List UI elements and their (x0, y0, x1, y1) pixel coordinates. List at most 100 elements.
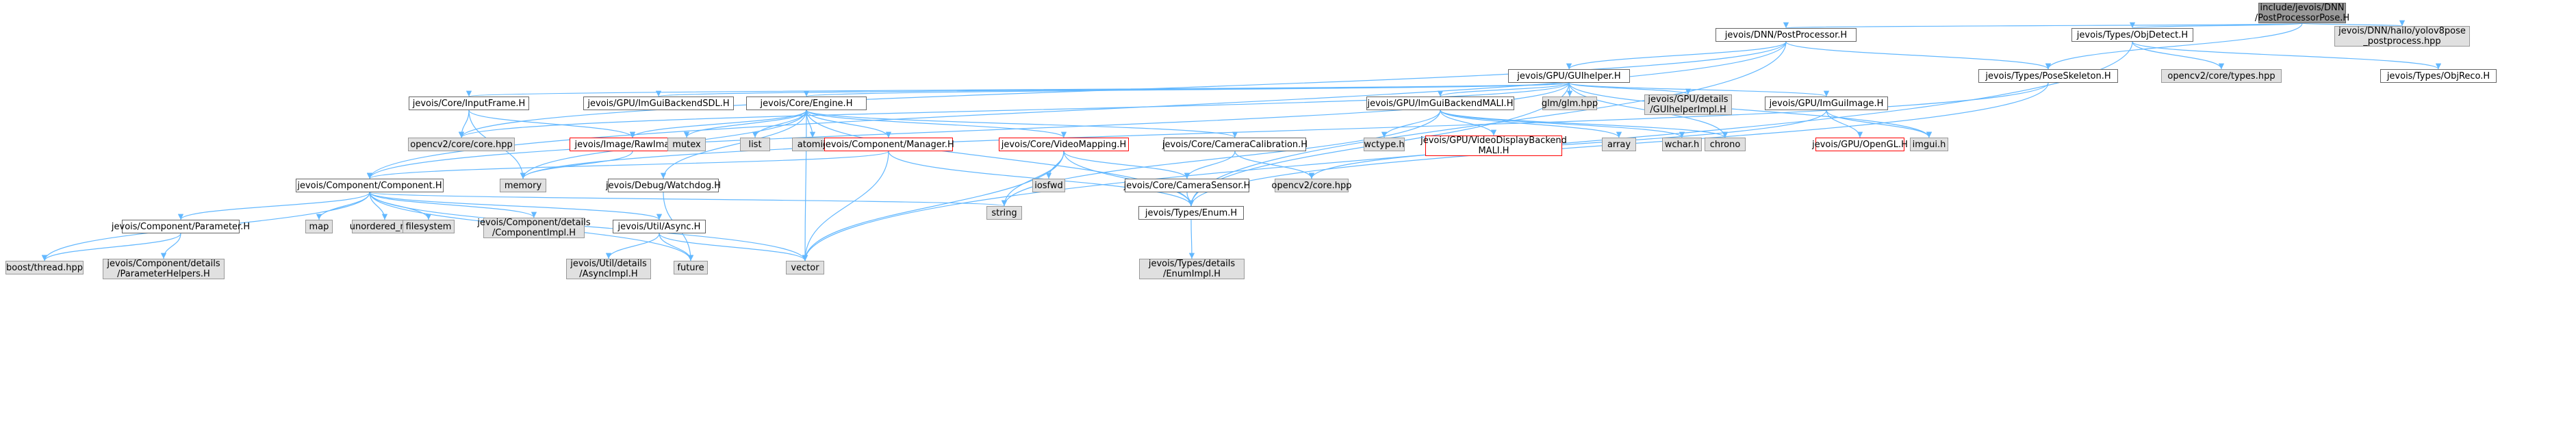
node-label: boost/thread.hpp (6, 262, 83, 273)
node-label: jevois/GPU/VideoDisplayBackend MALI.H (1420, 136, 1567, 156)
node-label: jevois/GPU/ImGuiBackendSDL.H (587, 98, 730, 109)
node-chrono: chrono (1705, 138, 1746, 151)
edge-postproc-to-component (366, 41, 1787, 179)
node-guidetails: jevois/GPU/details /GUIhelperImpl.H (1644, 94, 1732, 115)
edge-objdetect-to-cvtypes (2132, 41, 2225, 70)
node-videodisp[interactable]: jevois/GPU/VideoDisplayBackend MALI.H (1420, 136, 1567, 156)
node-label: unordered_map (349, 221, 420, 232)
edge-rawimage-to-memory (520, 151, 633, 179)
edge-postpose-to-postproc (1784, 21, 2303, 29)
node-watchdog[interactable]: jevois/Debug/Watchdog.H (606, 179, 721, 192)
node-label: mutex (672, 139, 701, 150)
edge-guihelper-to-imguih (1568, 82, 1933, 138)
edge-enumh-to-enumimpl (1188, 219, 1195, 259)
node-imguiimage[interactable]: jevois/GPU/ImGuiImage.H (1765, 97, 1888, 110)
edge-parameter-to-boostthread (41, 233, 181, 261)
node-umap: unordered_map (349, 220, 420, 233)
node-label: iosfwd (1034, 180, 1063, 191)
node-engine[interactable]: jevois/Core/Engine.H (746, 97, 867, 110)
node-label: wchar.h (1664, 139, 1700, 150)
node-label: jevois/Types/Enum.H (1145, 207, 1238, 218)
edge-guihelper-to-guidetails (1568, 82, 1692, 95)
edge-engine-to-watchdog (660, 110, 807, 179)
node-compimpl: jevois/Component/details /ComponentImpl.… (477, 218, 591, 238)
node-future: future (674, 261, 708, 274)
edge-imguimali-to-wctype (1381, 110, 1441, 138)
node-label: array (1607, 139, 1631, 150)
edge-guihelper-to-inputframe (467, 82, 1570, 97)
node-label: jevois/Component/details /ComponentImpl.… (477, 218, 591, 238)
node-wchar: wchar.h (1662, 138, 1702, 151)
node-label: string (991, 207, 1017, 218)
node-manager[interactable]: jevois/Component/Manager.H (823, 138, 954, 151)
edge-component-to-parameter (177, 192, 370, 220)
node-cvtypes: opencv2/core/types.hpp (2161, 69, 2282, 83)
edge-camcalib-to-camsensor (1184, 151, 1236, 179)
edge-engine-to-vector (802, 110, 808, 261)
edge-engine-to-camcalib (806, 110, 1238, 138)
edge-postproc-to-guihelper (1566, 41, 1787, 70)
node-videomap[interactable]: jevois/Core/VideoMapping.H (999, 138, 1129, 151)
node-inputframe[interactable]: jevois/Core/InputFrame.H (409, 97, 529, 110)
edge-imguimali-to-chrono (1440, 110, 1729, 138)
node-map: map (305, 220, 333, 233)
node-guihelper[interactable]: jevois/GPU/GUIhelper.H (1508, 69, 1630, 83)
edge-engine-to-list (752, 110, 807, 138)
edge-guihelper-to-engine (804, 82, 1570, 97)
node-label: opencv2/core.hpp (1271, 180, 1352, 191)
edge-postpose-to-poseskel (2045, 23, 2303, 70)
node-imguimali[interactable]: jevois/GPU/ImGuiBackendMALI.H (1366, 97, 1514, 110)
node-label: jevois/Util/Async.H (617, 221, 701, 232)
node-label: jevois/Component/details /ParameterHelpe… (107, 259, 220, 279)
node-label: jevois/Types/PoseSkeleton.H (1985, 70, 2111, 81)
edge-poseskel-to-memory (520, 82, 2049, 179)
edge-guihelper-to-imguiimage (1568, 82, 1829, 97)
edge-manager-to-vector (802, 151, 889, 261)
node-string: string (986, 206, 1022, 220)
edge-engine-to-videomap (806, 110, 1067, 138)
node-label: future (677, 262, 704, 273)
node-opengl[interactable]: jevois/GPU/OpenGL.H (1812, 138, 1908, 151)
edge-camsensor-to-enumh (1186, 192, 1195, 207)
node-enumimpl: jevois/Types/details /EnumImpl.H (1139, 259, 1245, 279)
edge-component-to-string (369, 192, 1007, 207)
node-postpose: include/jevois/DNN /PostProcessorPose.H (2255, 3, 2349, 23)
node-memory: memory (500, 179, 546, 192)
edge-postpose-to-objdetect (2130, 22, 2303, 29)
node-label: jevois/GPU/OpenGL.H (1812, 139, 1908, 150)
node-rawimage[interactable]: jevois/Image/RawImage.H (570, 138, 696, 151)
node-label: jevois/Core/Engine.H (760, 98, 853, 109)
node-parameter[interactable]: jevois/Component/Parameter.H (112, 220, 250, 233)
node-label: jevois/GPU/ImGuiBackendMALI.H (1367, 98, 1514, 109)
node-objdetect[interactable]: jevois/Types/ObjDetect.H (2071, 28, 2193, 42)
node-label: jevois/Component/Component.H (297, 180, 442, 191)
node-label: jevois/DNN/hailo/yolov8pose _postprocess… (2338, 26, 2466, 47)
node-camsensor[interactable]: jevois/Core/CameraSensor.H (1123, 179, 1251, 192)
edge-imguimali-to-string (1001, 110, 1441, 207)
edge-parameter-to-paramhelpers (160, 233, 181, 259)
node-label: jevois/Types/details /EnumImpl.H (1148, 259, 1236, 279)
edge-engine-to-mutex (683, 110, 807, 138)
node-label: jevois/Core/CameraSensor.H (1123, 180, 1251, 191)
node-async[interactable]: jevois/Util/Async.H (613, 220, 706, 233)
node-imguisdl[interactable]: jevois/GPU/ImGuiBackendSDL.H (583, 97, 734, 110)
edge-objdetect-to-objreco (2132, 41, 2442, 70)
node-array: array (1602, 138, 1636, 151)
node-label: map (309, 221, 329, 232)
node-camcalib[interactable]: jevois/Core/CameraCalibration.H (1162, 138, 1308, 151)
node-enumh[interactable]: jevois/Types/Enum.H (1138, 206, 1244, 220)
node-label: jevois/Types/ObjReco.H (2386, 70, 2490, 81)
edge-guihelper-to-cvcore (459, 82, 1570, 138)
node-label: list (748, 139, 762, 150)
node-objreco[interactable]: jevois/Types/ObjReco.H (2380, 69, 2497, 83)
node-label: jevois/DNN/PostProcessor.H (1724, 29, 1848, 40)
node-label: jevois/Types/ObjDetect.H (2076, 29, 2189, 40)
node-poseskel[interactable]: jevois/Types/PoseSkeleton.H (1978, 69, 2118, 83)
node-postproc[interactable]: jevois/DNN/PostProcessor.H (1716, 28, 1857, 42)
node-component[interactable]: jevois/Component/Component.H (296, 179, 444, 192)
node-label: glm/glm.hpp (1541, 98, 1598, 109)
node-list: list (740, 138, 770, 151)
node-label: jevois/GPU/ImGuiImage.H (1769, 98, 1884, 109)
